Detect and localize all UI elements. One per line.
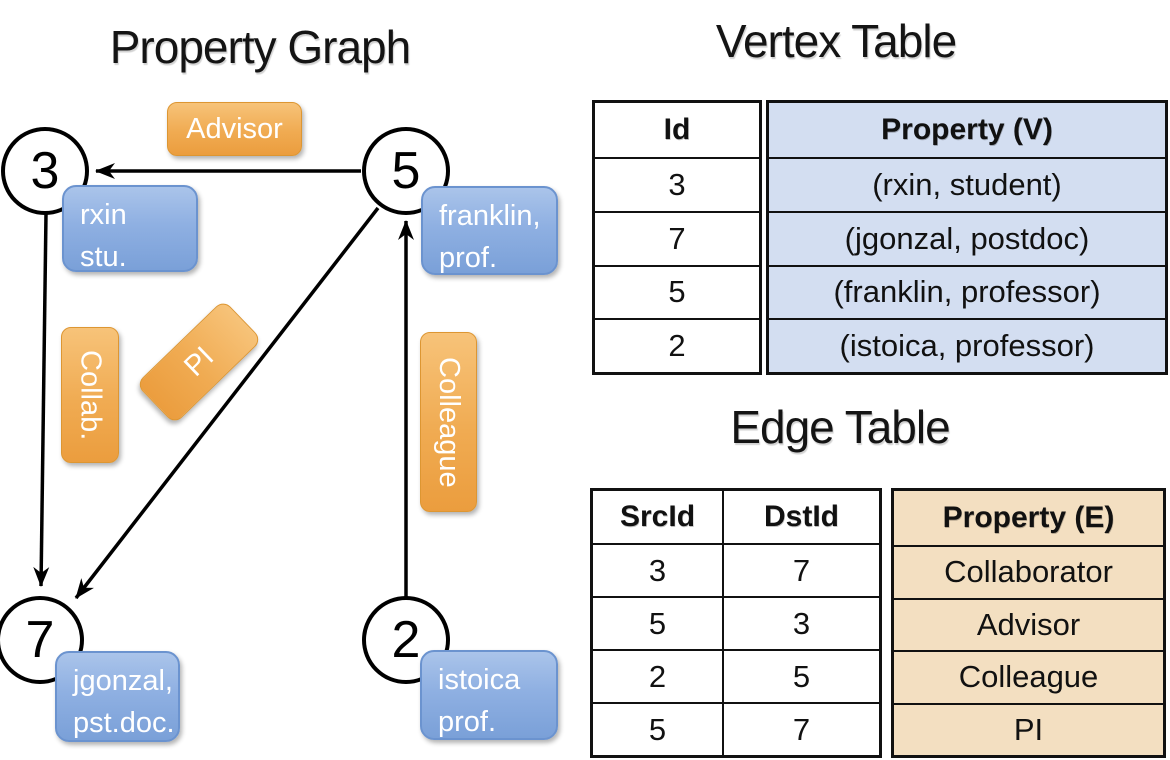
property-graph-title: Property Graph [109,21,411,73]
edge-collab-3-to-7 [33,213,50,587]
vertex-node-7-id: 7 [25,611,55,669]
vertex-table-row-id: 2 [595,318,759,372]
vertex-table-row-property: (jgonzal, postdoc) [769,210,1165,265]
edge-label-collab: Collab. [61,327,119,463]
edge-table-row-dstid: 7 [724,702,879,755]
edge-table-header-dstid: DstId [764,500,839,533]
edge-label-text: PI [177,340,220,383]
vertex-table-row-property: (istoica, professor) [769,318,1165,372]
vertex-table-row-id: 3 [595,157,759,211]
property-line: franklin, [439,200,541,232]
vertex-table-id-column: Id 3 7 5 2 [592,100,762,375]
vertex-property-box-istoica: istoica prof. [420,650,558,740]
edge-table-row-property: Colleague [894,650,1163,703]
edge-label-text: Colleague [433,356,465,488]
edge-table-row-dstid: 5 [724,649,879,702]
edge-table-row-srcid: 2 [593,649,724,702]
property-line: rxin [80,199,127,231]
vertex-table-row-property: (franklin, professor) [769,264,1165,319]
vertex-node-3-id: 3 [30,142,60,200]
vertex-table-header-id: Id [663,113,691,146]
edge-table-id-columns: SrcId DstId 3 7 5 3 2 5 5 7 [590,488,882,758]
edge-table-header-srcid: SrcId [593,491,724,543]
vertex-table-property-column: Property (V) (rxin, student) (jgonzal, p… [766,100,1168,375]
edge-label-text: Advisor [186,112,283,145]
edge-label-colleague: Colleague [420,332,477,512]
edge-label-text: Collab. [74,349,107,441]
property-line: jgonzal, [73,665,173,697]
edge-table-row-srcid: 5 [593,596,724,649]
edge-table-row-dstid: 7 [724,543,879,596]
edge-table-header-property: Property (E) [942,501,1115,534]
vertex-node-3: 3 [1,127,89,215]
edge-table-row-srcid: 3 [593,543,724,596]
edge-label-advisor: Advisor [167,102,302,156]
edge-pi-5-to-7 [74,206,380,600]
edge-table-row-property: Advisor [894,597,1163,651]
edge-table-row-property: Collaborator [894,545,1163,598]
edge-table-row-dstid: 3 [724,596,879,649]
edge-table-row-srcid: 5 [593,702,724,755]
vertex-property-box-rxin: rxin stu. [62,185,198,273]
edge-table-row-property: PI [894,702,1163,756]
property-line: pst.doc. [73,707,175,740]
property-line: istoica [438,664,521,696]
edge-table-property-column: Property (E) Collaborator Advisor Collea… [891,488,1166,758]
vertex-table-row-property: (rxin, student) [769,157,1165,211]
property-line: prof. [438,706,497,739]
property-line: stu. [80,241,127,274]
vertex-table-row-id: 5 [595,264,759,319]
vertex-table-header-property: Property (V) [881,113,1053,146]
vertex-node-5-id: 5 [391,142,421,200]
vertex-property-box-jgonzal: jgonzal, pst.doc. [55,651,180,742]
vertex-table-title: Vertex Table [715,15,957,67]
edge-table-title: Edge Table [730,401,950,453]
vertex-node-2-id: 2 [391,611,421,669]
property-line: prof. [439,242,498,275]
vertex-property-box-franklin: franklin, prof. [421,186,558,275]
vertex-table-row-id: 7 [595,210,759,265]
